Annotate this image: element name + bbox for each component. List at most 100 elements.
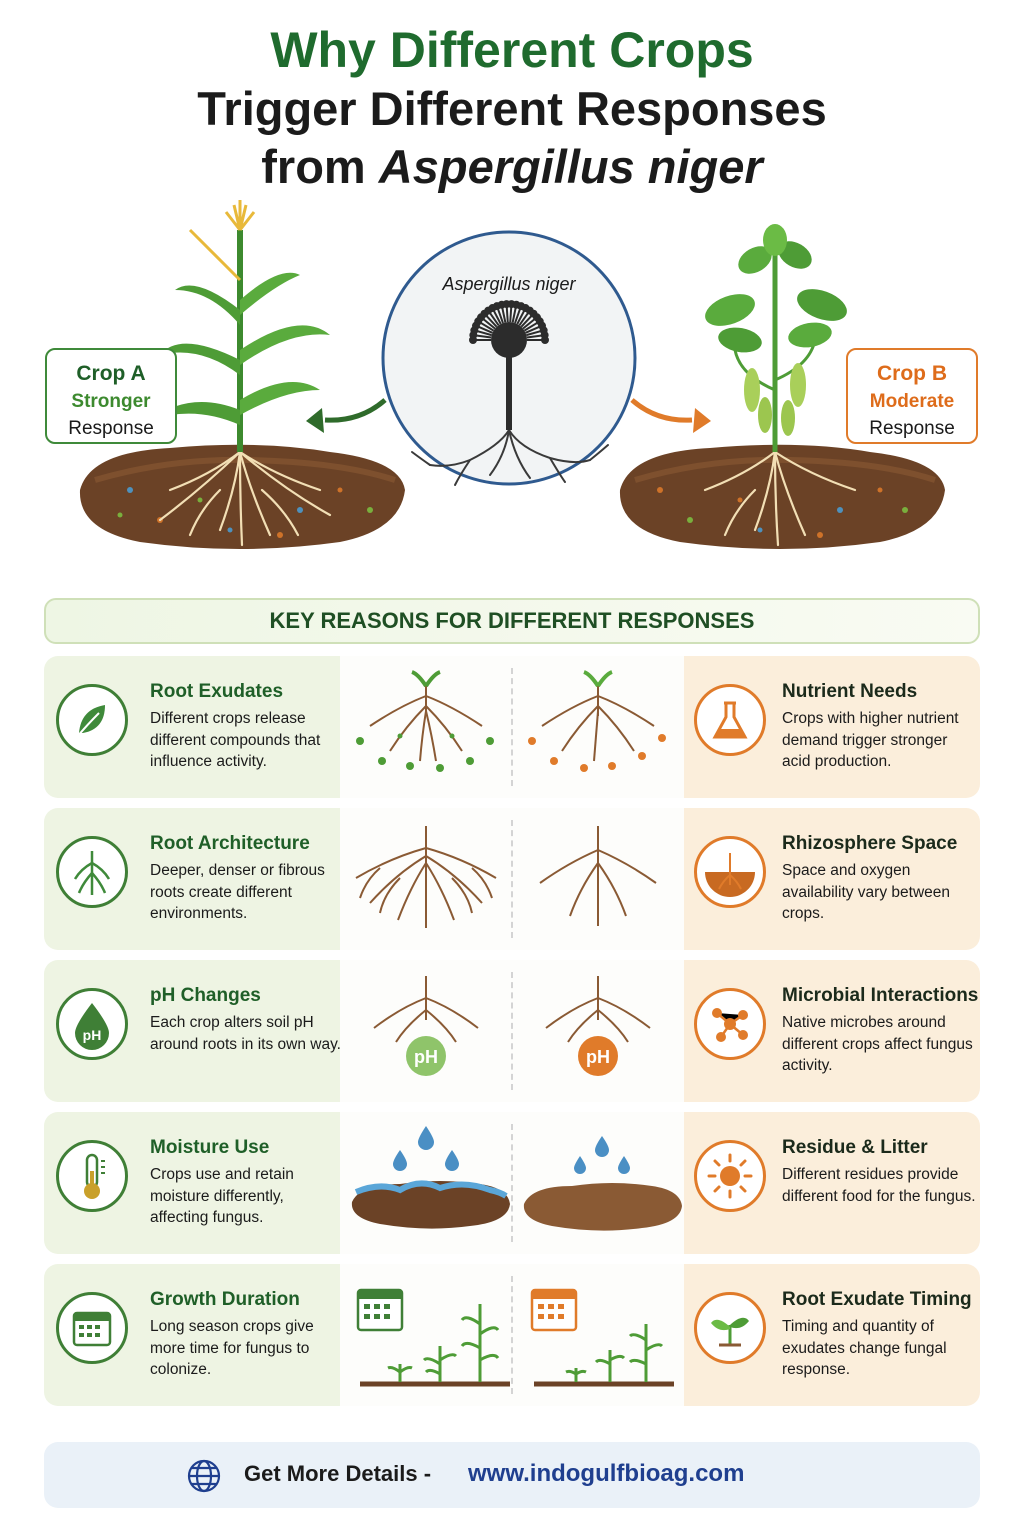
ph-drop-icon: pH xyxy=(56,988,128,1060)
wet-soil-green-icon xyxy=(351,1181,510,1229)
divider xyxy=(511,1276,513,1394)
divider xyxy=(511,820,513,938)
reason-card-left: Growth Duration Long season crops give m… xyxy=(44,1264,340,1406)
reason-row-4: Moisture Use Crops use and retain moistu… xyxy=(44,1112,980,1254)
title-line-2: Trigger Different Responses xyxy=(197,82,827,135)
reason-title: Microbial Interactions xyxy=(782,985,979,1006)
reason-description: Crops use and retain moisture differentl… xyxy=(150,1166,294,1226)
ph-label-green: pH xyxy=(414,1047,438,1067)
footer-label: Get More Details - xyxy=(244,1461,432,1486)
sun-icon xyxy=(694,1140,766,1212)
reason-title: Root Exudate Timing xyxy=(782,1289,972,1310)
crop-b-response: Response xyxy=(869,418,955,439)
ph-icon-text: pH xyxy=(83,1027,102,1043)
leaf-icon xyxy=(56,684,128,756)
roots-left-icon xyxy=(158,450,332,547)
soil-particles-right-icon xyxy=(657,487,908,538)
reason-description: Different crops release different compou… xyxy=(150,710,321,770)
arrow-to-crop-a-icon xyxy=(324,398,387,423)
section-header: KEY REASONS FOR DIFFERENT RESPONSES xyxy=(44,598,980,644)
sparse-roots-icon xyxy=(539,826,657,926)
crop-b-box: Crop B Moderate Response xyxy=(846,348,978,444)
reason-title: Nutrient Needs xyxy=(782,681,918,702)
divider xyxy=(511,1124,513,1242)
crop-b-name: Crop B xyxy=(877,362,947,385)
reason-description: Crops with higher nutrient demand trigge… xyxy=(782,710,959,770)
reason-description: Different residues provide different foo… xyxy=(782,1166,976,1205)
soybean-plant-icon xyxy=(705,224,847,452)
reason-card-right: Root Exudate Timing Timing and quantity … xyxy=(684,1264,980,1406)
root-icon xyxy=(56,836,128,908)
flask-icon xyxy=(694,684,766,756)
soil-mound-right-icon xyxy=(619,444,945,549)
reason-description: Timing and quantity of exudates change f… xyxy=(782,1318,947,1378)
title-line-3: from Aspergillus niger xyxy=(0,138,1024,196)
fungus-label: Aspergillus niger xyxy=(442,274,576,294)
divider xyxy=(511,972,513,1090)
soil-mound-left-icon xyxy=(79,444,405,549)
title-line-3-prefix: from xyxy=(261,140,379,193)
crop-a-level: Stronger xyxy=(71,391,151,412)
reason-description: Space and oxygen availability vary betwe… xyxy=(782,862,951,922)
crop-b-level: Moderate xyxy=(869,391,955,412)
crop-a-response: Response xyxy=(68,418,154,439)
reason-description: Deeper, denser or fibrous roots create d… xyxy=(150,862,325,922)
soil-icon xyxy=(694,836,766,908)
reason-card-left: Root Exudates Different crops release di… xyxy=(44,656,340,798)
reason-title: Residue & Litter xyxy=(782,1137,928,1158)
spore-chains-icon xyxy=(469,300,549,344)
roots-right-icon xyxy=(703,450,857,547)
sprout-icon xyxy=(694,1292,766,1364)
arrow-to-crop-b-icon xyxy=(630,398,693,423)
globe-icon xyxy=(187,1459,221,1493)
reason-description: Native microbes around different crops a… xyxy=(782,1014,973,1074)
ph-green-circle xyxy=(406,1036,446,1076)
reason-title: Root Exudates xyxy=(150,681,284,702)
reason-card-left: pH pH Changes Each crop alters soil pH a… xyxy=(44,960,341,1102)
title-species: Aspergillus niger xyxy=(378,140,763,193)
dry-soil-orange-icon xyxy=(523,1183,682,1231)
molecule-icon xyxy=(694,988,766,1060)
root-exudate-green-icon xyxy=(369,686,483,762)
hero-illustration: Aspergillus niger Crop A Stronger Respon… xyxy=(0,190,1024,590)
growing-soybean-icon xyxy=(565,1324,664,1382)
calendar-orange-icon xyxy=(530,1288,578,1332)
reason-card-right: Microbial Interactions Native microbes a… xyxy=(684,960,980,1102)
reason-title: pH Changes xyxy=(150,985,261,1006)
reason-description: Long season crops give more time for fun… xyxy=(150,1318,314,1378)
reason-title: Rhizosphere Space xyxy=(782,833,958,854)
reason-description: Each crop alters soil pH around roots in… xyxy=(150,1014,341,1053)
reason-card-right: Nutrient Needs Crops with higher nutrien… xyxy=(684,656,980,798)
thermometer-icon xyxy=(56,1140,128,1212)
reason-title: Growth Duration xyxy=(150,1289,300,1310)
title-block: Why Different Crops Trigger Different Re… xyxy=(0,20,1024,196)
root-exudate-orange-icon xyxy=(541,686,655,762)
aspergillus-fungus-icon xyxy=(411,322,609,486)
reason-card-left: Root Architecture Deeper, denser or fibr… xyxy=(44,808,340,950)
hero-svg xyxy=(79,200,945,549)
water-drops-green-icon xyxy=(393,1126,459,1171)
reason-row-1: Root Exudates Different crops release di… xyxy=(44,656,980,798)
reason-row-3: pH pH Changes Each crop alters soil pH a… xyxy=(44,960,980,1102)
divider xyxy=(511,668,513,786)
reason-row-2: Root Architecture Deeper, denser or fibr… xyxy=(44,808,980,950)
reason-card-left: Moisture Use Crops use and retain moistu… xyxy=(44,1112,340,1254)
title-line-1: Why Different Crops xyxy=(270,22,754,78)
ph-orange-circle xyxy=(578,1036,618,1076)
ph-label-orange: pH xyxy=(586,1047,610,1067)
growing-corn-icon xyxy=(387,1304,500,1382)
footer-website-link[interactable]: www.indogulfbioag.com xyxy=(468,1460,745,1487)
crop-a-name: Crop A xyxy=(76,362,146,385)
reason-card-right: Rhizosphere Space Space and oxygen avail… xyxy=(684,808,980,950)
corn-plant-icon xyxy=(150,200,330,452)
footer-banner: Get More Details - www.indogulfbioag.com xyxy=(44,1442,980,1508)
calendar-green-icon xyxy=(356,1288,404,1332)
water-drops-orange-icon xyxy=(574,1136,630,1174)
crop-a-box: Crop A Stronger Response xyxy=(45,348,177,444)
reason-row-5: Growth Duration Long season crops give m… xyxy=(44,1264,980,1406)
reason-title: Root Architecture xyxy=(150,833,310,854)
dense-roots-icon xyxy=(355,826,497,928)
reason-title: Moisture Use xyxy=(150,1137,270,1158)
calendar-icon xyxy=(56,1292,128,1364)
reason-card-right: Residue & Litter Different residues prov… xyxy=(684,1112,980,1254)
